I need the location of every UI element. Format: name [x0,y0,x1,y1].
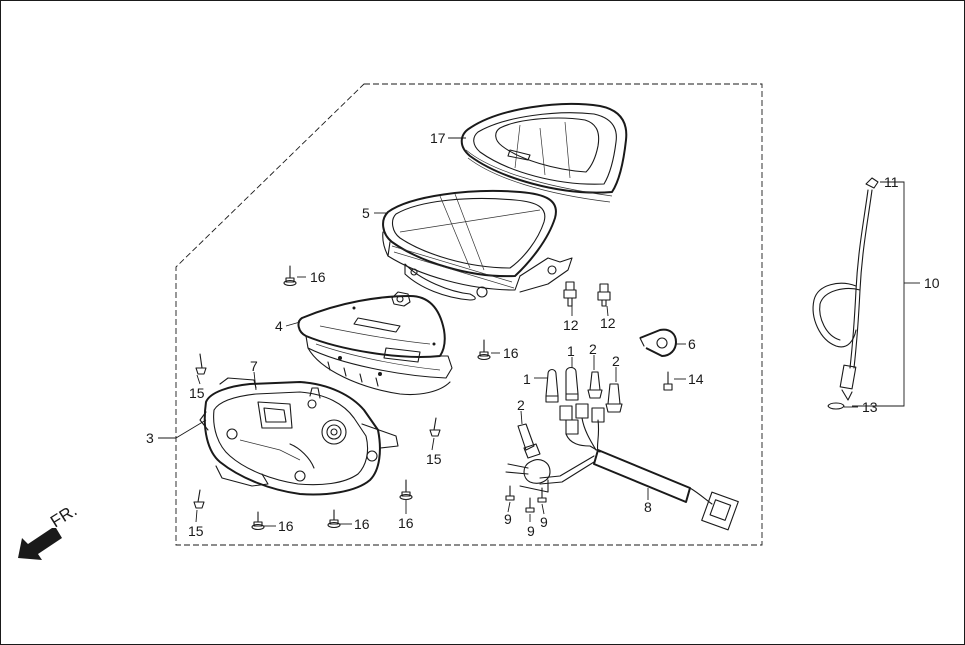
callout-16-right: 16 [398,515,414,531]
callout-2-c: 2 [517,397,525,413]
leader-lines [158,137,920,527]
callout-16-bottom-mid: 16 [354,516,370,532]
callout-12-left: 12 [563,317,579,333]
callout-15-left: 15 [189,385,205,401]
callout-15-bottom: 15 [188,523,204,539]
callout-13: 13 [862,399,878,415]
bezel-ring-part [460,103,628,203]
bulb-parts [545,366,579,403]
meter-board-part [297,291,453,396]
callout-9-mid: 9 [527,523,535,539]
callout-8: 8 [644,499,652,515]
callout-1-right: 1 [567,343,575,359]
callout-7: 7 [250,358,258,374]
callout-6: 6 [688,336,696,352]
callout-10: 10 [924,275,940,291]
callout-17: 17 [430,130,446,146]
callout-16-bottom-left: 16 [278,518,294,534]
callout-2-a: 2 [589,341,597,357]
clamp-part [639,328,677,357]
meter-lens-part [382,189,573,301]
screw-parts [193,265,673,531]
callout-9-left: 9 [504,511,512,527]
callout-11: 11 [884,174,899,190]
callout-2-b: 2 [612,353,620,369]
speedometer-cable-part [812,177,879,410]
arrow-icon [18,528,62,560]
callout-labels: 17 5 16 4 16 7 15 3 1 1 2 2 2 12 12 6 14… [146,130,940,539]
callout-5: 5 [362,205,370,221]
callout-1-left: 1 [523,371,531,387]
callout-16-mid: 16 [503,345,519,361]
front-direction-arrow: FR. [18,501,80,560]
wire-harness-part [505,403,739,531]
callout-9-right: 9 [540,514,548,530]
callout-14: 14 [688,371,704,387]
lower-case-part [199,377,399,496]
callout-4: 4 [275,318,283,334]
callout-12-right: 12 [600,315,616,331]
callout-15-mid: 15 [426,451,442,467]
socket-parts [517,371,623,459]
front-direction-label: FR. [47,501,80,532]
callout-16-top: 16 [310,269,326,285]
assembly-boundary [175,83,763,546]
callout-3: 3 [146,430,154,446]
